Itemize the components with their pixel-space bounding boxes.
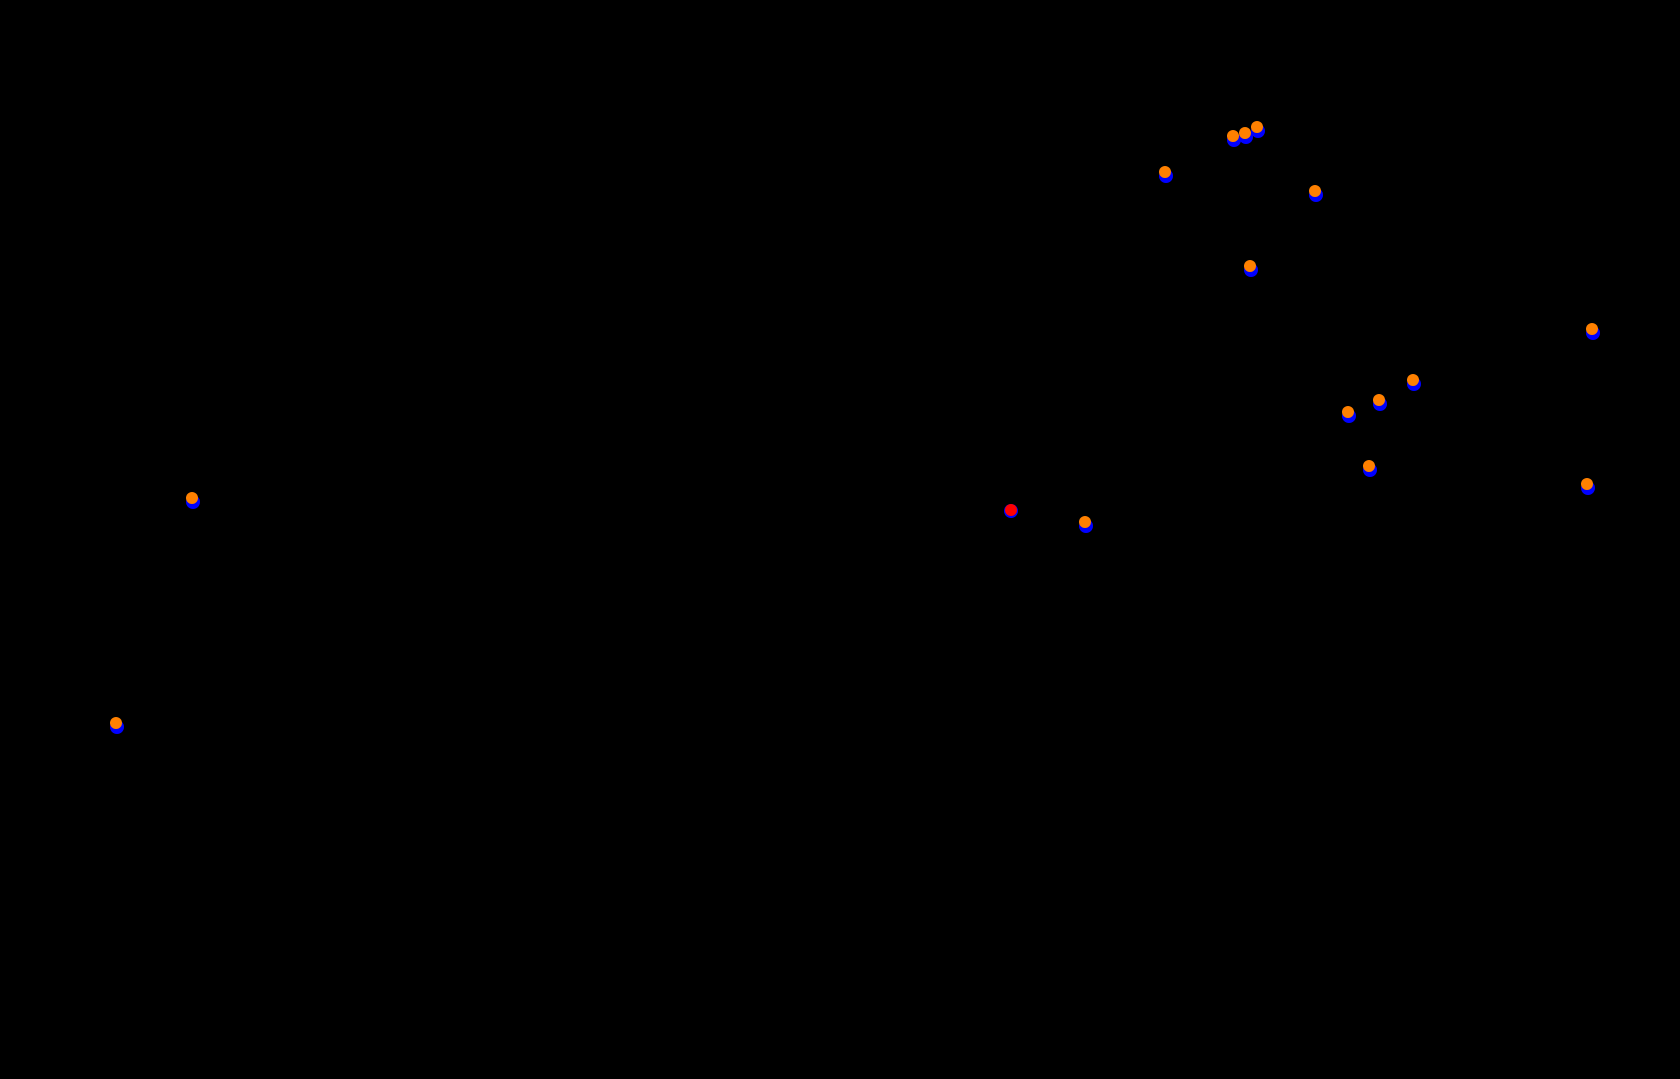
marker-dot-icon — [1239, 127, 1251, 139]
marker-dot-icon — [1079, 516, 1091, 528]
marker-dot-icon — [1244, 260, 1256, 272]
marker-dot-icon — [1363, 460, 1375, 472]
marker-dot-icon — [1309, 185, 1321, 197]
marker-dot-icon — [1227, 130, 1239, 142]
marker-dot-icon — [1586, 323, 1598, 335]
marker-dot-icon — [1581, 478, 1593, 490]
marker-dot-icon — [186, 492, 198, 504]
marker-dot-icon — [1373, 394, 1385, 406]
marker-dot-icon — [1159, 166, 1171, 178]
marker-dot-icon — [1407, 374, 1419, 386]
marker-dot-icon — [1251, 121, 1263, 133]
marker-dot-icon — [1005, 504, 1017, 516]
marker-dot-icon — [110, 717, 122, 729]
marker-dot-icon — [1342, 406, 1354, 418]
